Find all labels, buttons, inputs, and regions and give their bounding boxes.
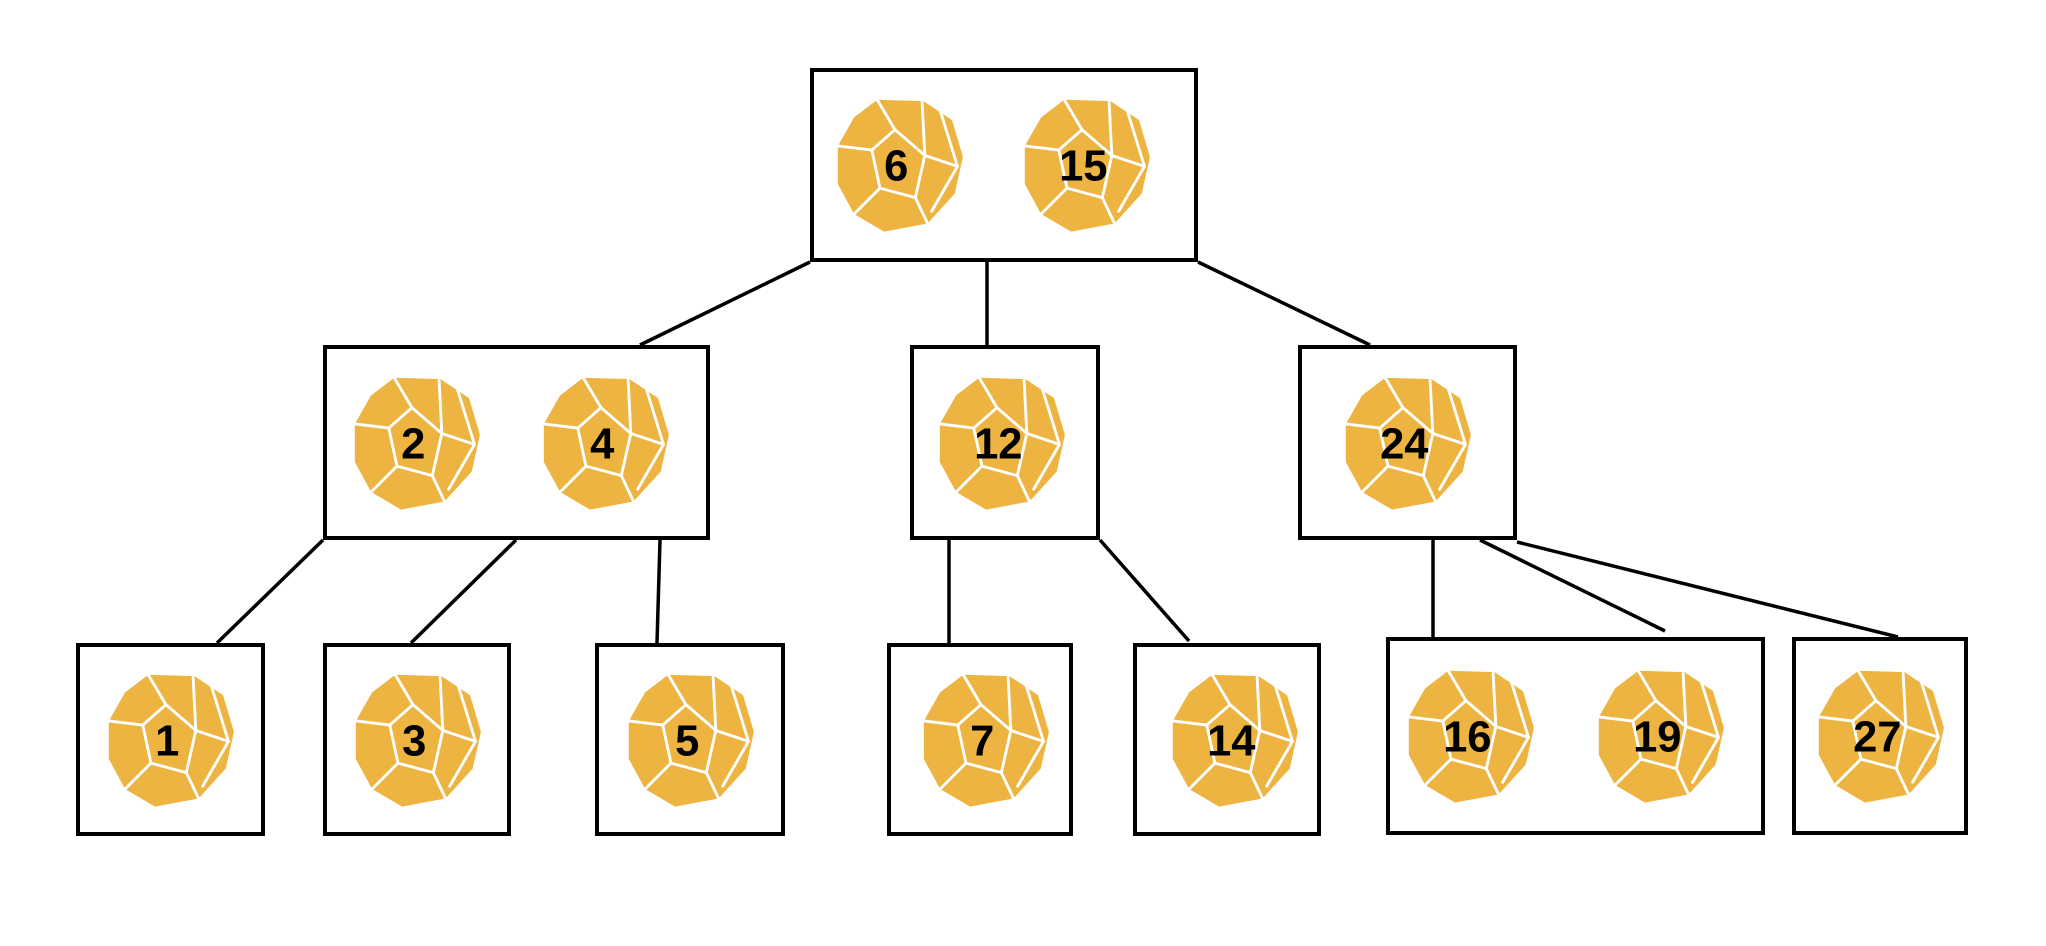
die-number: 7 xyxy=(970,717,994,765)
d12-die-1: 1 xyxy=(107,672,236,808)
tree-edge-node-24-to-leaf-27 xyxy=(1516,540,1899,639)
tree-edge-node-2-4-to-leaf-3 xyxy=(409,538,518,645)
tree-edge-node-2-4-to-leaf-1 xyxy=(215,538,325,645)
die-number: 15 xyxy=(1059,142,1107,190)
tree-edge-root-to-node-24 xyxy=(1197,260,1371,347)
d12-die-16: 16 xyxy=(1407,669,1536,805)
d12-die-14: 14 xyxy=(1171,672,1300,808)
tree-edge-node-12-to-leaf-14 xyxy=(1098,538,1191,643)
die-number: 6 xyxy=(884,142,908,190)
d12-die-7: 7 xyxy=(922,672,1051,808)
d12-die-19: 19 xyxy=(1597,669,1726,805)
d12-die-27: 27 xyxy=(1817,669,1946,805)
die-number: 2 xyxy=(401,420,425,468)
die-number: 12 xyxy=(974,420,1022,468)
die-number: 16 xyxy=(1443,713,1491,761)
d12-die-2: 2 xyxy=(353,375,482,511)
die-number: 19 xyxy=(1633,713,1681,761)
tree-edge-node-24-to-leaf-16-19 xyxy=(1479,538,1666,633)
tree-edge-root-to-node-2-4 xyxy=(639,260,811,347)
die-number: 5 xyxy=(675,717,699,765)
d12-die-4: 4 xyxy=(542,375,671,511)
d12-die-6: 6 xyxy=(836,98,965,234)
die-number: 1 xyxy=(155,717,179,765)
d12-die-15: 15 xyxy=(1023,98,1152,234)
die-number: 24 xyxy=(1380,420,1428,468)
die-number: 14 xyxy=(1207,717,1255,765)
d12-die-3: 3 xyxy=(354,672,483,808)
d12-die-24: 24 xyxy=(1344,375,1473,511)
die-number: 3 xyxy=(402,717,426,765)
die-number: 4 xyxy=(590,420,614,468)
d12-die-12: 12 xyxy=(938,375,1067,511)
d12-die-5: 5 xyxy=(627,672,756,808)
die-number: 27 xyxy=(1853,713,1901,761)
tree-edge-node-2-4-to-leaf-5 xyxy=(655,539,662,644)
